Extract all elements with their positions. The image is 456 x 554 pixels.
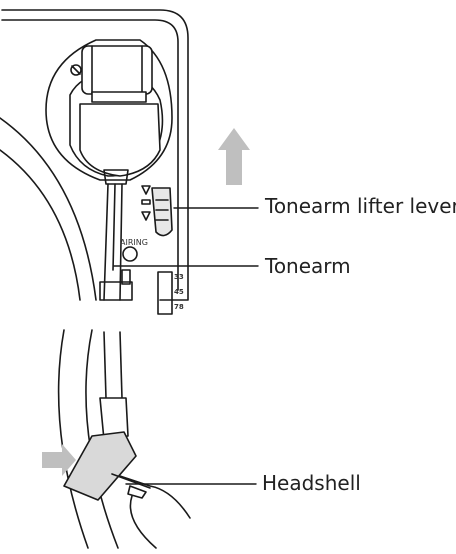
speed-33-label: 33	[174, 273, 184, 281]
arm-rest-post	[121, 269, 131, 285]
tonearm-pivot-collar	[103, 169, 129, 185]
lifter-up-triangle-icon	[141, 185, 151, 195]
pairing-indicator	[122, 246, 138, 262]
lifter-mark	[141, 199, 151, 205]
push-arrow-icon	[42, 444, 76, 476]
speed-selector-slot[interactable]	[157, 271, 173, 315]
platter-lower-arc	[85, 329, 119, 549]
tonearm-base-outer	[45, 39, 173, 181]
finger-nail	[127, 485, 147, 499]
tonearm-label: Tonearm	[265, 254, 351, 278]
headshell-finger-lift	[111, 473, 151, 489]
tonearm-center-line	[112, 183, 116, 271]
headshell-body[interactable]	[63, 431, 137, 501]
speed-45-label: 45	[174, 288, 184, 296]
tonearm-lower-right	[119, 331, 123, 399]
platter-lower-arc-inner	[57, 329, 89, 549]
tonearm-shaft-right	[119, 183, 123, 301]
hand-icon	[119, 475, 191, 549]
platter-rim	[0, 149, 81, 301]
headshell-neck	[99, 397, 129, 441]
headshell-label: Headshell	[262, 471, 361, 495]
platter-edge	[0, 117, 97, 301]
screw-slot	[71, 65, 81, 75]
counterweight-band	[91, 91, 147, 103]
screw-icon	[70, 64, 82, 76]
plinth-inner-line	[1, 19, 179, 291]
lifter-down-triangle-icon	[141, 211, 151, 221]
tonearm-lifter-lever-label: Tonearm lifter lever	[265, 194, 456, 218]
tonearm-shaft-left	[103, 183, 109, 301]
plinth-outline	[1, 9, 189, 301]
pairing-label: AIRING	[120, 238, 148, 247]
tonearm-lower-left	[103, 331, 107, 399]
counterweight-body	[79, 103, 161, 177]
speed-78-label: 78	[174, 303, 184, 311]
up-arrow-icon	[218, 128, 250, 185]
lifter-lever-body[interactable]	[151, 187, 173, 237]
